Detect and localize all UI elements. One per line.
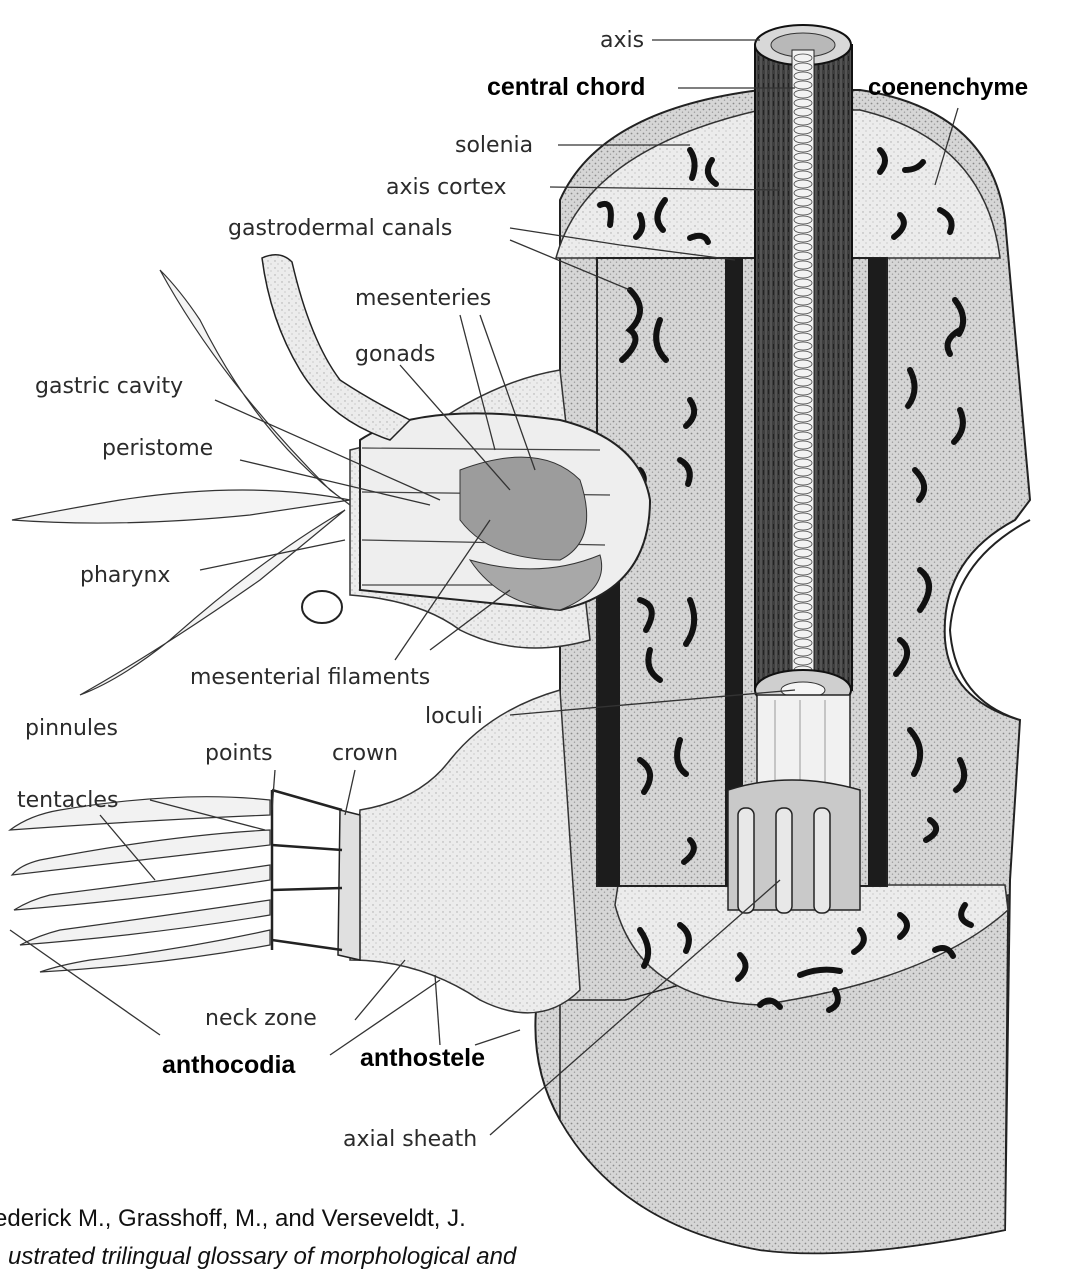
label-mesenteries: mesenteries	[355, 286, 491, 311]
label-crown: crown	[332, 741, 398, 766]
label-loculi: loculi	[425, 704, 483, 729]
label-central-chord: central chord	[487, 73, 645, 101]
label-coenenchyme: coenenchyme	[868, 74, 1028, 101]
label-peristome: peristome	[102, 436, 213, 461]
upper-polyp	[12, 255, 650, 695]
label-neck-zone: neck zone	[205, 1006, 317, 1031]
label-gastric-cavity: gastric cavity	[35, 374, 183, 399]
caption-authors: ederick M., Grasshoff, M., and Verseveld…	[0, 1205, 466, 1233]
label-solenia: solenia	[455, 133, 533, 158]
label-mesenterial-filaments: mesenterial filaments	[190, 665, 430, 690]
label-anthocodia: anthocodia	[162, 1051, 296, 1079]
label-axial-sheath: axial sheath	[343, 1127, 477, 1152]
label-axis-cortex: axis cortex	[386, 175, 506, 200]
label-points: points	[205, 741, 273, 766]
label-anthostele: anthostele	[360, 1044, 485, 1072]
label-tentacles: tentacles	[17, 788, 118, 813]
label-axis: axis	[600, 28, 644, 53]
label-pharynx: pharynx	[80, 563, 170, 588]
caption-title: ustrated trilingual glossary of morpholo…	[8, 1243, 516, 1271]
label-gonads: gonads	[355, 342, 435, 367]
label-gastrodermal-canals: gastrodermal canals	[228, 216, 452, 241]
label-pinnules: pinnules	[25, 716, 118, 741]
